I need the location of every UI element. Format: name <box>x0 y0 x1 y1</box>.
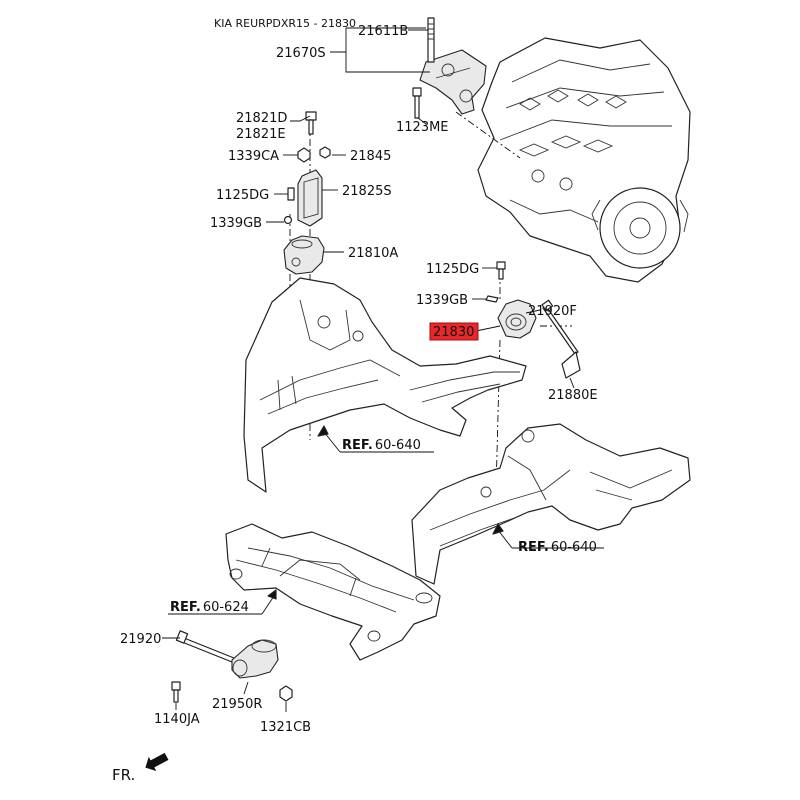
highlight-21830 <box>429 322 479 341</box>
bolt-1123ME <box>412 87 422 119</box>
engine-block-illustration <box>477 37 691 283</box>
nut-21845 <box>319 146 331 159</box>
bolt-1140JA <box>171 681 181 703</box>
nut-1339CA <box>297 147 311 163</box>
washer-21880E <box>561 351 581 379</box>
subframe <box>225 523 441 661</box>
label-1123ME: 1123ME <box>396 120 449 135</box>
front-direction-arrow-icon <box>145 752 169 771</box>
label-1339GB-mid: 1339GB <box>416 293 468 308</box>
label-21920F: 21920F <box>528 304 577 319</box>
mount-21830 <box>497 299 537 339</box>
label-1321CB: 1321CB <box>260 720 311 735</box>
label-21880E: 21880E <box>548 388 598 403</box>
label-21830[interactable]: 21830 <box>433 325 474 340</box>
label-21670S: 21670S <box>276 46 326 61</box>
bolt-21920 <box>175 630 235 663</box>
label-21845: 21845 <box>350 149 391 164</box>
label-1140JA: 1140JA <box>154 712 200 727</box>
front-direction-label: FR. <box>112 766 135 784</box>
bolt-1125DG-mid <box>496 261 506 280</box>
label-1125DG-mid: 1125DG <box>426 262 479 277</box>
label-21950R: 21950R <box>212 697 262 712</box>
nut-1321CB <box>279 685 293 702</box>
ref-subframe: REF.60-624 <box>170 600 249 615</box>
label-21611B: 21611B <box>358 24 408 39</box>
mount-21810A <box>283 235 325 275</box>
bolt-1339GB-mid <box>485 295 499 303</box>
diagram-title: KIA REURPDXR15 - 21830 <box>214 17 356 30</box>
left-side-member <box>243 277 527 493</box>
bolt-21821D <box>305 111 317 135</box>
label-21825S: 21825S <box>342 184 392 199</box>
stud-21611B <box>427 17 435 63</box>
label-1125DG-top: 1125DG <box>216 188 269 203</box>
label-1339GB-top: 1339GB <box>210 216 262 231</box>
nut-1339GB-top <box>283 215 293 225</box>
label-21920: 21920 <box>120 632 161 647</box>
label-21810A: 21810A <box>348 246 398 261</box>
bracket-21670S <box>419 49 487 115</box>
bolt-1125DG-top <box>287 187 295 201</box>
mount-21950R <box>231 639 279 679</box>
label-21821D: 21821D <box>236 111 287 126</box>
bracket-21825S <box>297 169 323 227</box>
label-1339CA: 1339CA <box>228 149 279 164</box>
right-side-member <box>411 423 691 585</box>
label-21821E: 21821E <box>236 127 286 142</box>
ref-right-member: REF.60-640 <box>518 540 597 555</box>
ref-left-member: REF.60-640 <box>342 438 421 453</box>
